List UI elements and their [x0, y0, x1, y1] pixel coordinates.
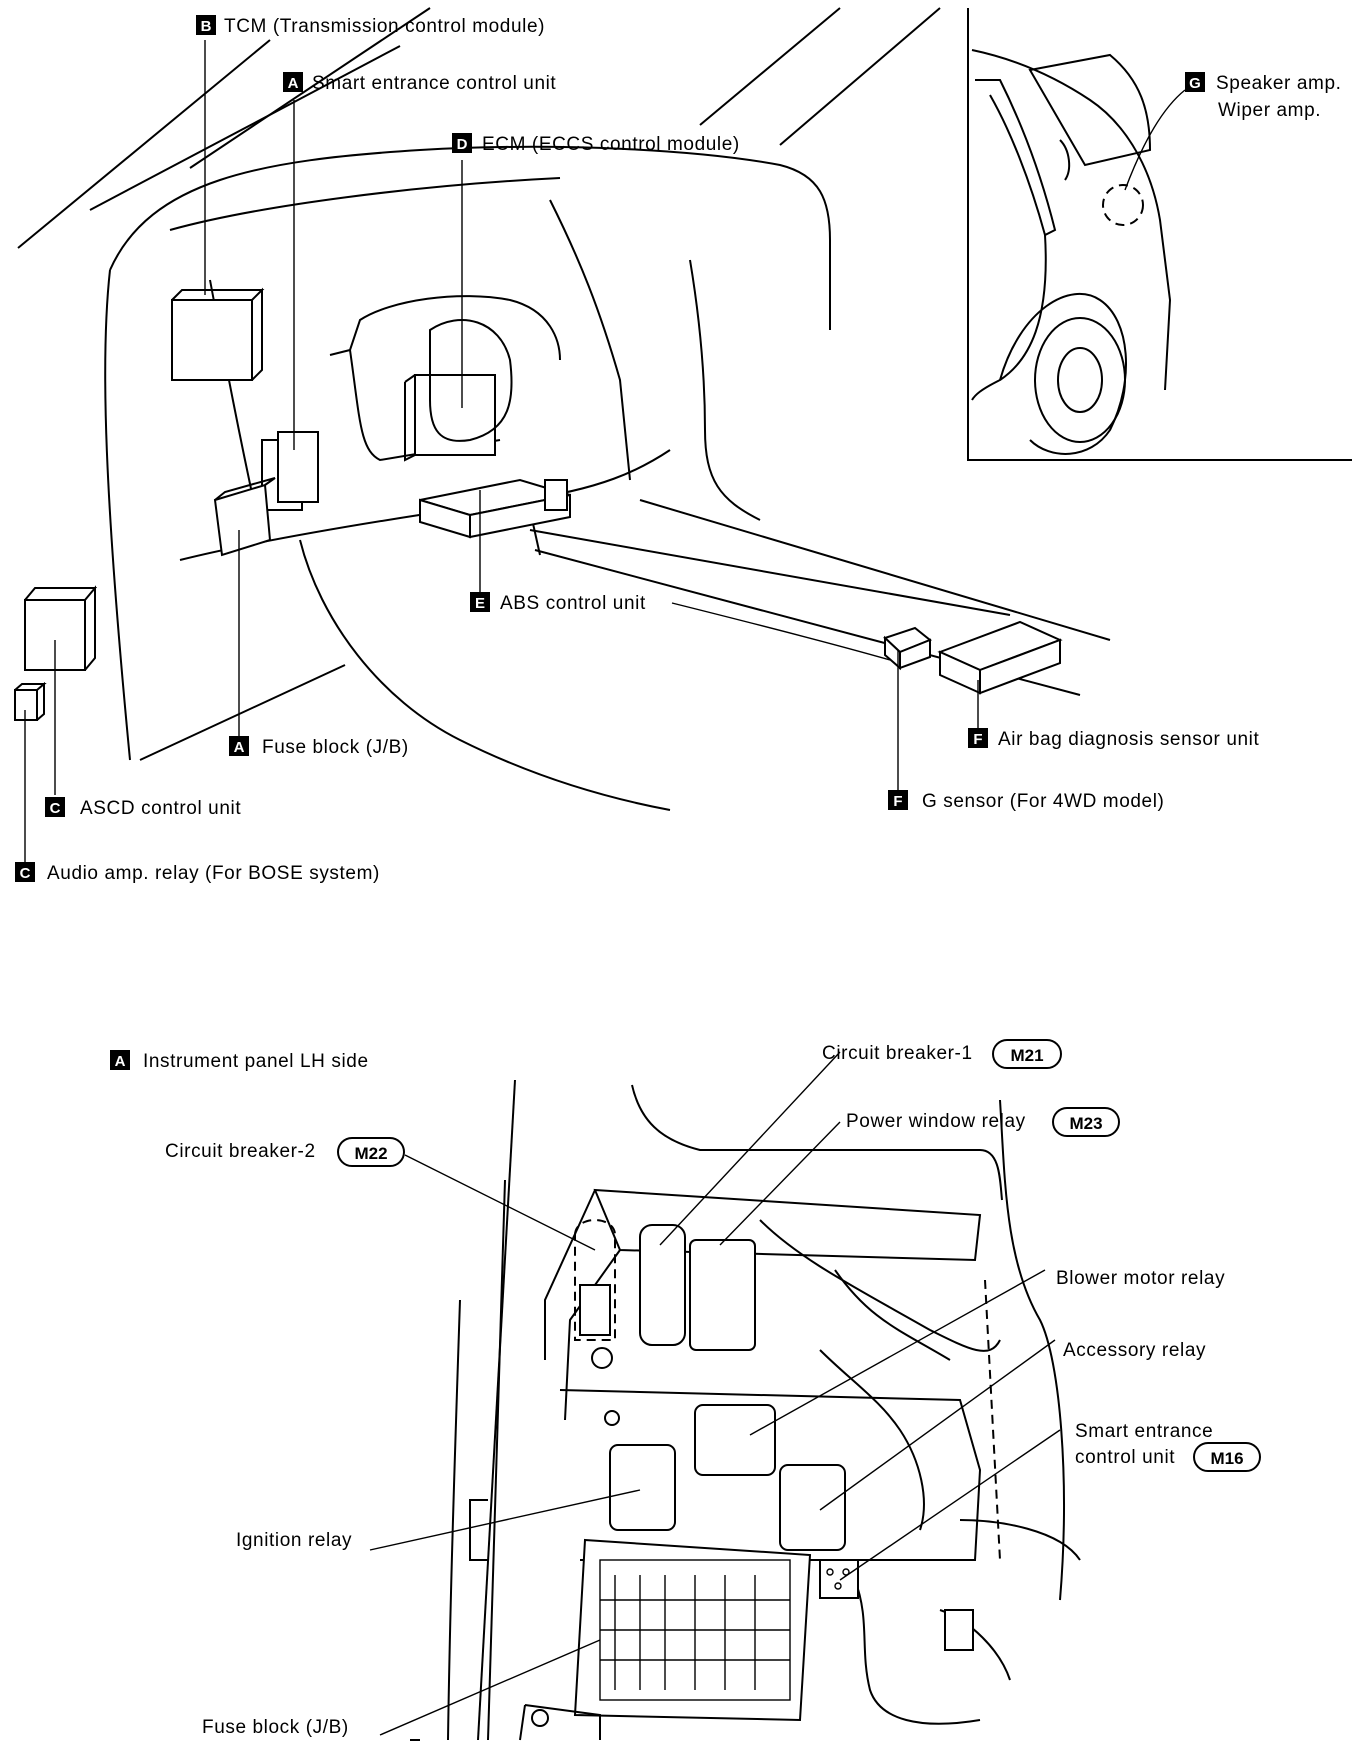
label-tcm: B TCM (Transmission control module) [196, 15, 545, 37]
badge-b [196, 15, 216, 35]
bottom-leader-lines [369, 1051, 1061, 1736]
ecm-label: ECM (ECCS control module) [482, 134, 740, 155]
cb1-label: Circuit breaker-1 [822, 1043, 973, 1064]
label-fuse-block-top: A Fuse block (J/B) [229, 736, 409, 758]
audio-relay-box [14, 681, 47, 721]
blower-relay-label: Blower motor relay [1056, 1268, 1225, 1289]
badge-d-text: D [457, 136, 468, 153]
badge-a3-text: A [115, 1053, 126, 1070]
tcm-label: TCM (Transmission control module) [224, 16, 545, 37]
label-circuit-breaker-2: Circuit breaker-2 M22 [165, 1137, 405, 1167]
badge-a2-text: A [234, 739, 245, 756]
badge-f2-text: F [893, 793, 902, 810]
label-ignition-relay: Ignition relay [236, 1530, 352, 1551]
wiper-amp-label: Wiper amp. [1218, 100, 1321, 121]
connector-m23 [1052, 1107, 1120, 1137]
connector-m22 [337, 1137, 405, 1167]
accessory-relay-label: Accessory relay [1063, 1340, 1206, 1361]
badge-c2-text: C [20, 865, 31, 882]
connector-m23-text: M23 [1069, 1114, 1102, 1133]
badge-f-text: F [973, 731, 982, 748]
g-sensor-box [883, 626, 932, 671]
connector-m16 [1193, 1442, 1261, 1472]
connector-m22-text: M22 [354, 1144, 387, 1163]
label-circuit-breaker-1: Circuit breaker-1 M21 [822, 1039, 1062, 1069]
top-leader-lines [24, 40, 1186, 862]
badge-b-text: B [201, 18, 212, 35]
badge-a-text: A [288, 75, 299, 92]
instrument-panel-title: Instrument panel LH side [143, 1051, 369, 1072]
label-power-window-relay: Power window relay M23 [846, 1107, 1120, 1137]
smart-entrance-label: Smart entrance control unit [312, 73, 556, 94]
airbag-unit-box [937, 620, 1063, 695]
label-blower-motor-relay: Blower motor relay [1056, 1268, 1225, 1289]
ascd-label: ASCD control unit [80, 798, 241, 819]
badge-g-text: G [1189, 75, 1201, 92]
vehicle-inset [967, 8, 1352, 461]
connector-m21-text: M21 [1010, 1046, 1043, 1065]
fuse-block-top-label: Fuse block (J/B) [262, 737, 409, 758]
dashboard-illustration [17, 7, 1111, 811]
label-airbag: F Air bag diagnosis sensor unit [968, 728, 1259, 750]
label-abs: E ABS control unit [470, 592, 646, 614]
audio-relay-label: Audio amp. relay (For BOSE system) [47, 863, 380, 884]
ecm-box [404, 319, 513, 462]
airbag-label: Air bag diagnosis sensor unit [998, 729, 1259, 750]
connector-m16-text: M16 [1210, 1449, 1243, 1468]
label-instrument-panel: A Instrument panel LH side [110, 1050, 369, 1072]
label-g-sensor: F G sensor (For 4WD model) [888, 790, 1164, 812]
label-speaker-amp: G Speaker amp. Wiper amp. [1185, 72, 1342, 121]
cb2-label: Circuit breaker-2 [165, 1141, 316, 1162]
ignition-relay-label: Ignition relay [236, 1530, 352, 1551]
label-ascd: C ASCD control unit [45, 797, 241, 819]
label-smart-entrance: A Smart entrance control unit [283, 72, 556, 94]
label-audio-relay: C Audio amp. relay (For BOSE system) [15, 862, 380, 884]
ascd-box [24, 585, 98, 671]
fuse-block-bottom-label: Fuse block (J/B) [202, 1717, 349, 1738]
instrument-panel-illustration [410, 1079, 1081, 1741]
speaker-amp-label: Speaker amp. [1216, 73, 1342, 94]
connector-m21 [992, 1039, 1062, 1069]
smart-unit-label-line2: control unit [1075, 1447, 1175, 1468]
fuse-block-box [213, 477, 276, 557]
label-accessory-relay: Accessory relay [1063, 1340, 1206, 1361]
abs-box [419, 478, 571, 539]
g-sensor-label: G sensor (For 4WD model) [922, 791, 1164, 812]
label-ecm: D ECM (ECCS control module) [452, 133, 740, 155]
smart-unit-label-line1: Smart entrance [1075, 1421, 1213, 1442]
tcm-box [171, 287, 265, 381]
smart-entrance-box [261, 431, 319, 511]
label-smart-entrance-unit: Smart entrance control unit M16 [1075, 1421, 1261, 1472]
pw-relay-label: Power window relay [846, 1111, 1026, 1132]
abs-label: ABS control unit [500, 593, 646, 614]
label-fuse-block-bottom: Fuse block (J/B) [202, 1717, 349, 1738]
badge-e-text: E [475, 595, 485, 612]
badge-c-text: C [50, 800, 61, 817]
